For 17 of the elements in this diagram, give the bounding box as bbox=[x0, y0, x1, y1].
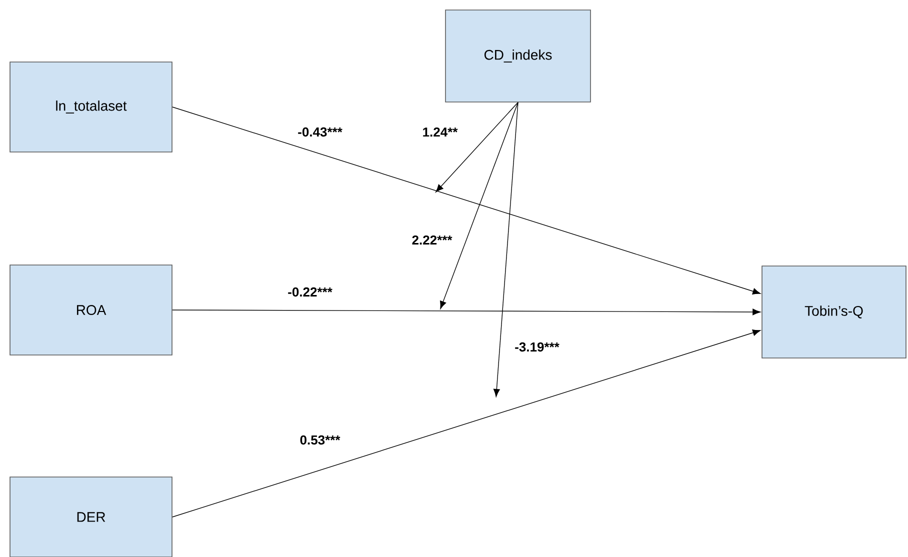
arrow bbox=[172, 106, 761, 294]
variable-box: ROA bbox=[10, 264, 172, 356]
edge-label: 2.22*** bbox=[412, 235, 452, 245]
arrow bbox=[172, 308, 761, 316]
variable-box: DER bbox=[10, 476, 172, 557]
edge-label: -0.22*** bbox=[288, 287, 332, 297]
variable-box: CD_indeks bbox=[445, 10, 591, 102]
edge-label: 1.24** bbox=[423, 127, 458, 137]
variable-box: Tobin’s-Q bbox=[762, 266, 906, 358]
arrow bbox=[172, 330, 761, 518]
arrow bbox=[436, 102, 518, 192]
arrow bbox=[493, 102, 518, 397]
arrow bbox=[440, 102, 518, 310]
variable-box: ln_totalaset bbox=[10, 62, 172, 152]
edge-label: -0.43*** bbox=[298, 127, 342, 137]
edge-label: 0.53*** bbox=[300, 435, 340, 445]
edge-label: -3.19*** bbox=[515, 342, 560, 352]
